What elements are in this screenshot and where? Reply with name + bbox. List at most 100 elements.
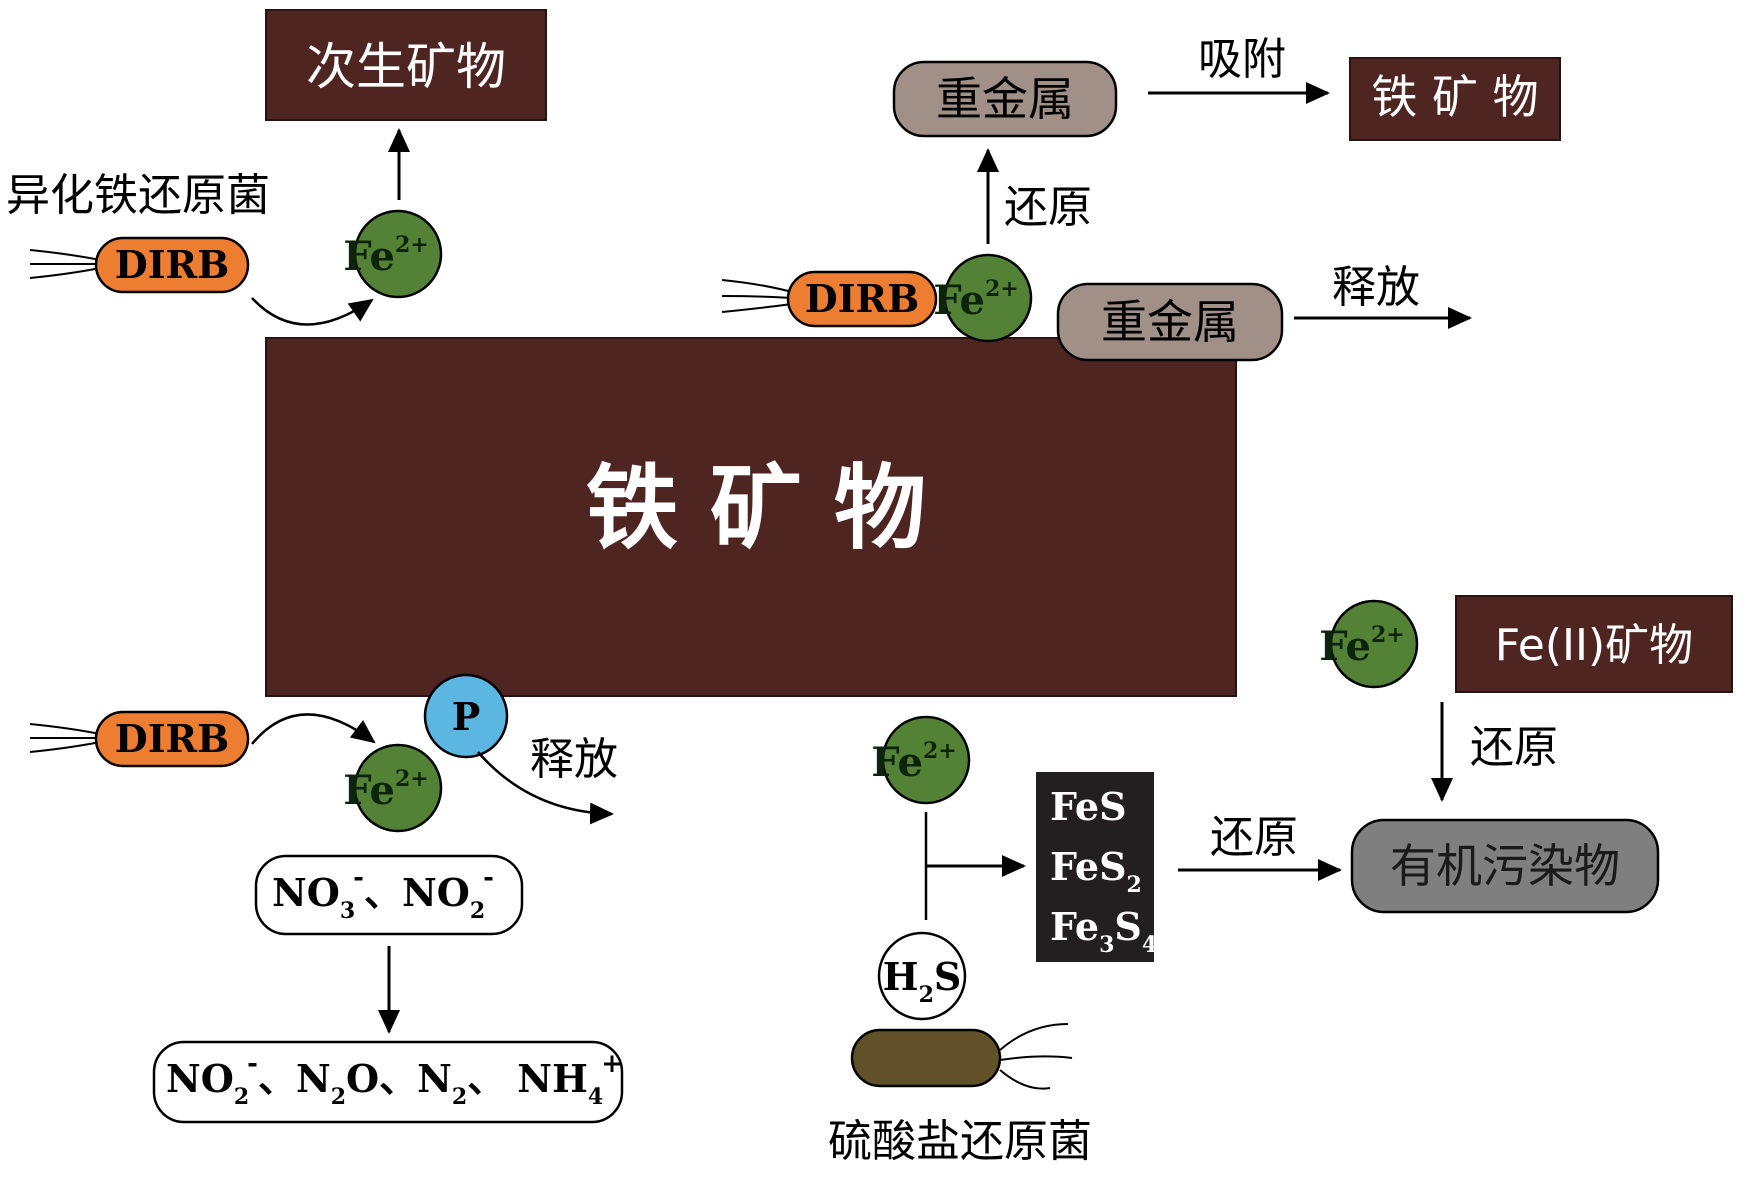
fe2-ion-bottom-middle: Fe2+ xyxy=(871,715,971,805)
fe-symbol: Fe xyxy=(871,739,923,786)
h2s-circle xyxy=(877,931,967,1021)
release-label-bottom: 释放 xyxy=(530,734,618,785)
fe2-ion-top-left: Fe2+ xyxy=(343,209,443,299)
s-symbol: S xyxy=(934,954,961,999)
fe2-mineral-box xyxy=(1455,595,1733,693)
secondary-mineral-label: 次生矿物 xyxy=(306,38,506,96)
iron-mineral-block xyxy=(265,337,1237,697)
fe-charge: 2+ xyxy=(395,766,429,792)
nh4-sub: 4 xyxy=(588,1084,603,1110)
h-sub: 2 xyxy=(919,982,934,1008)
fe-symbol: Fe xyxy=(933,277,985,324)
secondary-mineral-box xyxy=(265,9,547,121)
separator: 、 xyxy=(364,870,402,915)
fe2-ion-bottom-left: Fe2+ xyxy=(343,743,443,833)
dirb-caption: 异化铁还原菌 xyxy=(6,170,270,221)
fe-charge: 2+ xyxy=(1371,622,1405,648)
separator: 、 xyxy=(379,1056,417,1101)
heavy-metal-label-upper: 重金属 xyxy=(936,72,1074,126)
fe2-label: Fe2+ xyxy=(871,738,956,786)
fe2-circle xyxy=(943,253,1033,343)
n2o-o: O xyxy=(346,1056,379,1101)
n2-base: N xyxy=(417,1056,452,1101)
arrow-release-phosphorus xyxy=(477,751,614,825)
iron-mineral-label-small: 铁 矿 物 xyxy=(1371,70,1538,124)
fe2-label: Fe2+ xyxy=(343,766,428,814)
no3-charge: - xyxy=(353,863,364,893)
fe-charge: 2+ xyxy=(923,738,957,764)
fe-symbol: Fe xyxy=(1319,623,1371,670)
no2-base: NO xyxy=(402,870,470,915)
fe-symbol: Fe xyxy=(343,767,395,814)
fe-charge: 2+ xyxy=(395,232,429,258)
heavy-metal-box-upper xyxy=(892,60,1118,138)
reduction-label-top: 还原 xyxy=(1004,182,1092,233)
fe3s4-sub3: 3 xyxy=(1099,932,1114,958)
separator: 、 xyxy=(467,1056,505,1101)
fe2-ion-bottom-right: Fe2+ xyxy=(1319,599,1419,689)
sulfide-box xyxy=(1036,772,1154,962)
release-label-top: 释放 xyxy=(1332,262,1420,313)
h2s-molecule: H2S xyxy=(877,931,967,1021)
fe2-label: Fe2+ xyxy=(1319,622,1404,670)
fe2-circle xyxy=(1329,599,1419,689)
sulfide-fes: FeS xyxy=(1050,784,1127,829)
organic-pollutant-label: 有机污染物 xyxy=(1390,839,1620,893)
fe-symbol: Fe xyxy=(343,233,395,280)
phosphorus-label: P xyxy=(452,694,481,739)
organic-pollutant-box xyxy=(1350,818,1660,914)
srb-body xyxy=(850,1028,1002,1088)
flagella xyxy=(29,249,101,279)
flagella xyxy=(721,279,793,313)
no2-charge: - xyxy=(483,863,494,893)
arrow-dirb-to-fe-top-left xyxy=(251,297,374,326)
iron-mineral-box-small xyxy=(1349,57,1561,141)
dirb-bacterium-bottom-left: DIRB xyxy=(29,710,250,768)
dirb-bacterium-top-left: DIRB xyxy=(29,236,250,294)
dirb-body xyxy=(94,710,250,768)
heavy-metal-label-lower: 重金属 xyxy=(1101,295,1239,349)
reduction-label-bottom: 还原 xyxy=(1210,812,1298,863)
fe3s4-fe: Fe xyxy=(1050,904,1099,949)
dirb-body xyxy=(786,270,938,328)
nitrogen-products-box xyxy=(152,1040,624,1124)
flagella xyxy=(29,723,101,753)
iron-mineral-label: 铁 矿 物 xyxy=(586,455,926,562)
phosphorus-ion: P xyxy=(423,673,509,759)
dirb-label: DIRB xyxy=(805,276,919,321)
no3-sub: 3 xyxy=(340,898,355,924)
separator: 、 xyxy=(258,1056,296,1101)
h-symbol: H xyxy=(883,954,919,999)
no2-sub: 2 xyxy=(234,1084,249,1110)
fe2-circle xyxy=(881,715,971,805)
fes2-sub: 2 xyxy=(1127,872,1142,898)
arrow-dirb-to-fe-bottom-left xyxy=(251,713,376,745)
nh4-base: NH xyxy=(517,1056,588,1101)
fe2-label: Fe2+ xyxy=(343,232,428,280)
n2o-n: N xyxy=(296,1056,331,1101)
fe2-label: Fe2+ xyxy=(933,276,1018,324)
dirb-label: DIRB xyxy=(115,242,229,287)
n2o-sub: 2 xyxy=(331,1084,346,1110)
sulfate-reducing-bacterium xyxy=(850,1023,1073,1090)
fe-charge: 2+ xyxy=(985,276,1019,302)
fe2-ion-top-right: Fe2+ xyxy=(933,253,1033,343)
h2s-label: H2S xyxy=(883,954,962,1008)
fe2-circle xyxy=(353,743,443,833)
n2-sub: 2 xyxy=(452,1084,467,1110)
adsorption-label: 吸附 xyxy=(1198,34,1286,85)
fe3s4-s: S xyxy=(1114,904,1141,949)
nitrate-box xyxy=(254,854,524,936)
no2-sub: 2 xyxy=(470,898,485,924)
fe2-circle xyxy=(353,209,443,299)
sulfide-fe3s4: Fe3S4 xyxy=(1050,904,1157,958)
heavy-metal-box-lower xyxy=(1056,282,1284,362)
dirb-label: DIRB xyxy=(115,716,229,761)
fes2-base: FeS xyxy=(1050,844,1127,889)
nh4-charge: + xyxy=(601,1049,623,1079)
phosphorus-circle xyxy=(423,673,509,759)
flagella xyxy=(999,1023,1073,1090)
sulfide-fes2: FeS2 xyxy=(1050,844,1142,898)
no2-charge: - xyxy=(247,1049,258,1079)
